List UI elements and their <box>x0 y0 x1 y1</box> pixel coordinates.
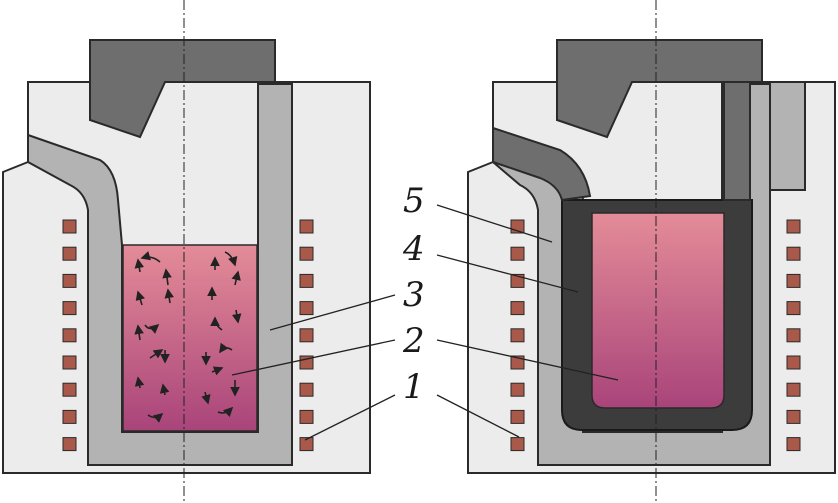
left-furnace <box>2 39 371 474</box>
leader-lines <box>231 204 619 441</box>
right-outer-rim <box>749 81 806 191</box>
right-lid-side-plate <box>723 81 751 201</box>
coil-turn <box>510 409 525 424</box>
coil-turn <box>299 409 314 424</box>
coil-turn <box>786 301 801 316</box>
coil-turn <box>510 273 525 288</box>
label-4: 4 <box>402 229 425 269</box>
coil-turn <box>510 328 525 343</box>
left-crucible-wall <box>27 83 293 466</box>
coil-turn <box>510 382 525 397</box>
coil-turn <box>510 246 525 261</box>
left-coils-inner <box>62 219 77 452</box>
coil-turn <box>62 273 77 288</box>
coil-turn <box>62 409 77 424</box>
label-2: 2 <box>402 321 425 361</box>
coil-turn <box>786 437 801 452</box>
coil-turn <box>510 355 525 370</box>
coil-turn <box>786 219 801 234</box>
coil-turn <box>299 246 314 261</box>
coil-turn <box>786 382 801 397</box>
coil-turn <box>786 246 801 261</box>
coil-turn <box>299 437 314 452</box>
coil-turn <box>62 328 77 343</box>
right-coils-inner <box>510 219 525 452</box>
right-coils-outer <box>786 219 801 452</box>
right-lid <box>556 39 763 139</box>
coil-turn <box>299 382 314 397</box>
coil-turn <box>62 246 77 261</box>
coil-turn <box>62 382 77 397</box>
coil-turn <box>299 328 314 343</box>
stirring-arrows <box>134 251 242 423</box>
right-melt <box>591 212 725 409</box>
coil-turn <box>62 437 77 452</box>
coil-turn <box>62 355 77 370</box>
coil-turn <box>786 273 801 288</box>
left-coils-outer <box>299 219 314 452</box>
coil-turn <box>510 437 525 452</box>
coil-turn <box>299 219 314 234</box>
left-lid <box>89 39 276 139</box>
label-1: 1 <box>403 367 425 407</box>
coil-turn <box>299 301 314 316</box>
coil-turn <box>786 328 801 343</box>
coil-turn <box>299 273 314 288</box>
coil-turn <box>510 301 525 316</box>
coil-turn <box>786 355 801 370</box>
label-3: 3 <box>403 275 425 315</box>
left-melt <box>122 244 258 432</box>
label-5: 5 <box>403 181 425 221</box>
coil-turn <box>62 301 77 316</box>
right-furnace <box>467 39 836 474</box>
right-spout-plate <box>492 126 592 202</box>
coil-turn <box>62 219 77 234</box>
coil-turn <box>786 409 801 424</box>
